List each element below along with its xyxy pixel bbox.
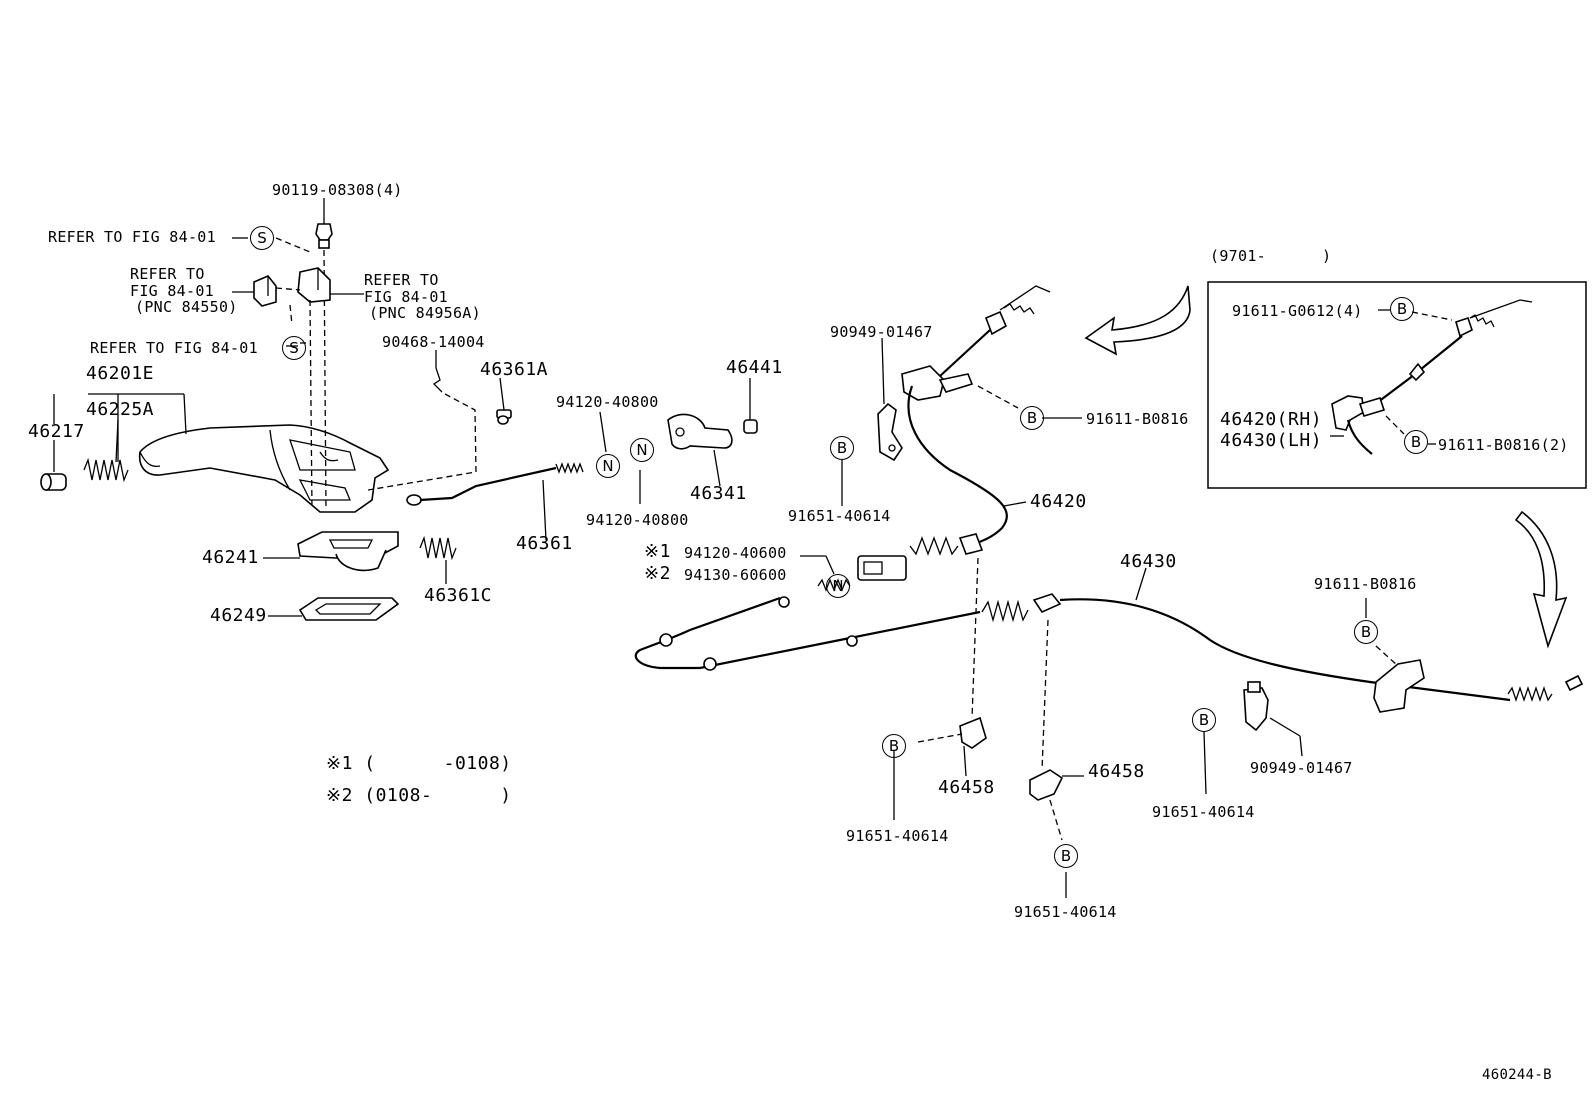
note1-part-label: 94120-40600 — [684, 544, 787, 562]
part-90949-top-label: 90949-01467 — [830, 323, 933, 341]
ref-right-line3: (PNC 84956A) — [369, 304, 481, 322]
part-94120-a-label: 94120-40800 — [556, 393, 659, 411]
part-46441-label: 46441 — [726, 357, 783, 378]
spring-46361C-drawing — [419, 535, 457, 561]
ref-left-line2: FIG 84-01 — [130, 282, 214, 300]
seal-46249-drawing — [298, 597, 400, 621]
part-46225A-label: 46225A — [86, 399, 155, 420]
clamp-46458-right-drawing — [1029, 769, 1064, 801]
part-46420-label: 46420 — [1030, 491, 1087, 512]
part-90468-label: 90468-14004 — [382, 333, 485, 351]
clip-90468-drawing — [367, 367, 477, 491]
bracket-84550-drawing — [253, 275, 277, 307]
equalizer-46341-drawing — [667, 413, 733, 450]
inset-symbol-b-top: B — [1390, 297, 1414, 321]
ref-fig-s-top-label: REFER TO FIG 84-01 — [48, 228, 216, 246]
spring-46225A-drawing — [83, 457, 129, 483]
nut-46441-drawing — [743, 419, 758, 434]
legend-note2: ※2 (0108- ) — [326, 785, 512, 806]
cable-46420-drawing — [857, 285, 1051, 581]
symbol-b-d: B — [882, 734, 906, 758]
cable-46430-drawing — [634, 578, 1584, 713]
part-46430-label: 46430 — [1120, 551, 1177, 572]
part-46217-label: 46217 — [28, 421, 85, 442]
part-91651-c-label: 91651-40614 — [1014, 903, 1117, 921]
part-46201E-label: 46201E — [86, 363, 155, 384]
part-91651-b-label: 91651-40614 — [846, 827, 949, 845]
part-90949-bottom-label: 90949-01467 — [1250, 759, 1353, 777]
boot-plate-46241-drawing — [297, 531, 399, 572]
part-46249-label: 46249 — [210, 605, 267, 626]
symbol-b-f: B — [1192, 708, 1216, 732]
inset-46420-label: 46420(RH) — [1220, 409, 1323, 430]
ref-right-line1: REFER TO — [364, 271, 439, 289]
inset-91611-g0612-label: 91611-G0612(4) — [1232, 302, 1363, 320]
ref-left-line3: (PNC 84550) — [135, 298, 238, 316]
part-91611-b0816-top-label: 91611-B0816 — [1086, 410, 1189, 428]
inset-91611-b0816-label: 91611-B0816(2) — [1438, 436, 1569, 454]
symbol-s-top: S — [250, 226, 274, 250]
arrow-left-icon — [1084, 285, 1191, 356]
part-46361C-label: 46361C — [424, 585, 493, 606]
figure-code: 460244-B — [1482, 1067, 1552, 1083]
symbol-n-b: N — [630, 438, 654, 462]
symbol-b-b: B — [1020, 406, 1044, 430]
dashed-links — [917, 385, 1399, 841]
inset-box — [1207, 281, 1587, 489]
leader-lines — [53, 198, 1367, 898]
part-46241-label: 46241 — [202, 547, 259, 568]
ref-left-line1: REFER TO — [130, 265, 205, 283]
part-90119-label: 90119-08308(4) — [272, 181, 403, 199]
inset-title: (9701- ) — [1210, 247, 1332, 265]
part-91611-b0816-right-label: 91611-B0816 — [1314, 575, 1417, 593]
symbol-b-c: B — [1354, 620, 1378, 644]
symbol-n-c: N — [826, 574, 850, 598]
symbol-s-mid: S — [282, 336, 306, 360]
part-46361-label: 46361 — [516, 533, 573, 554]
rod-46361-drawing — [406, 462, 584, 506]
ref-right-line2: FIG 84-01 — [364, 288, 448, 306]
part-94120-b-label: 94120-40800 — [586, 511, 689, 529]
part-46458-left-label: 46458 — [938, 777, 995, 798]
clamp-46458-left-drawing — [959, 716, 987, 749]
ref-fig-s-mid-label: REFER TO FIG 84-01 — [90, 339, 258, 357]
arrow-down-icon — [1514, 510, 1568, 649]
inset-46430-label: 46430(LH) — [1220, 430, 1323, 451]
legend-note1: ※1 ( -0108) — [326, 753, 512, 774]
part-46341-label: 46341 — [690, 483, 747, 504]
pin-46361A-drawing — [496, 409, 512, 425]
bracket-84956A-drawing — [297, 267, 331, 303]
note2-part-label: 94130-60600 — [684, 566, 787, 584]
bracket-90949-bottom-drawing — [1243, 681, 1269, 732]
symbol-n-a: N — [596, 454, 620, 478]
symbol-b-a: B — [830, 436, 854, 460]
part-46458-right-label: 46458 — [1088, 761, 1145, 782]
note1-mark: ※1 — [644, 541, 671, 562]
bracket-90949-top-drawing — [877, 402, 903, 462]
symbol-b-e: B — [1054, 844, 1078, 868]
parking-brake-lever-drawing — [138, 424, 390, 513]
inset-symbol-b-bottom: B — [1404, 430, 1428, 454]
part-46361A-label: 46361A — [480, 359, 549, 380]
part-91651-a-label: 91651-40614 — [788, 507, 891, 525]
note2-mark: ※2 — [644, 563, 671, 584]
inset-cable-drawing — [1330, 299, 1533, 455]
knob-46217-drawing — [40, 473, 67, 491]
part-91651-d-label: 91651-40614 — [1152, 803, 1255, 821]
